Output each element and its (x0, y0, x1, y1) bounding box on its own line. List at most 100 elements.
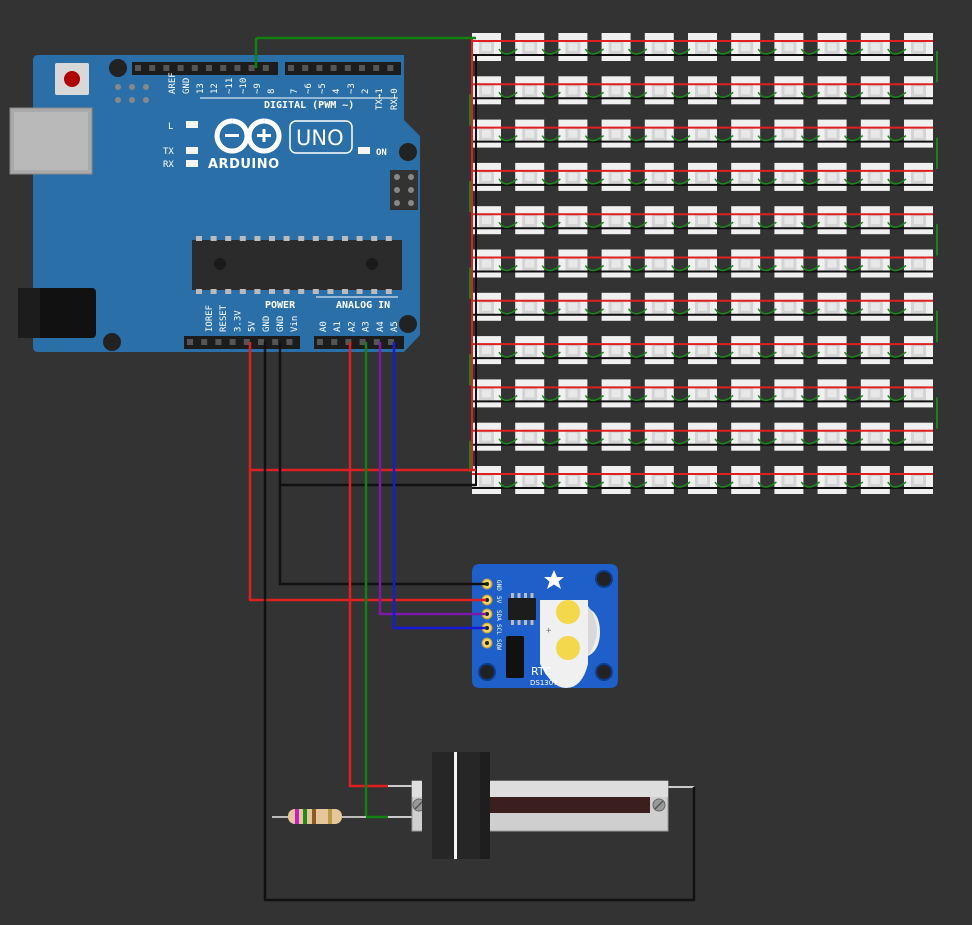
led-pixel[interactable] (817, 162, 847, 191)
led-pixel[interactable] (904, 206, 933, 235)
led-pixel[interactable] (860, 33, 890, 61)
led-pixel[interactable] (774, 292, 804, 321)
led-pixel[interactable] (688, 206, 717, 235)
wire-a3-pot[interactable] (364, 342, 388, 819)
led-pixel[interactable] (644, 119, 674, 148)
led-pixel[interactable] (904, 33, 933, 61)
led-pixel[interactable] (774, 33, 804, 61)
led-pixel[interactable] (774, 336, 804, 365)
led-pixel[interactable] (904, 162, 933, 191)
led-pixel[interactable] (731, 336, 761, 365)
led-pixel[interactable] (904, 76, 933, 105)
led-pixel[interactable] (558, 422, 588, 451)
led-pixel[interactable] (817, 379, 847, 408)
led-pixel[interactable] (860, 422, 890, 451)
led-pixel[interactable] (817, 466, 847, 494)
led-pixel[interactable] (558, 162, 588, 191)
led-pixel[interactable] (558, 206, 588, 235)
led-pixel[interactable] (558, 76, 588, 105)
led-pixel[interactable] (688, 119, 717, 148)
led-pixel[interactable] (817, 76, 847, 105)
led-pixel[interactable] (644, 379, 674, 408)
wire-data-d9[interactable] (254, 36, 476, 68)
led-pixel[interactable] (601, 119, 631, 148)
led-pixel[interactable] (904, 422, 933, 451)
led-pixel[interactable] (515, 162, 545, 191)
led-pixel[interactable] (515, 466, 545, 494)
wire-gnd-pot[interactable] (263, 342, 696, 902)
led-pixel[interactable] (731, 379, 761, 408)
led-pixel[interactable] (644, 76, 674, 105)
led-pixel[interactable] (515, 119, 545, 148)
led-pixel[interactable] (774, 379, 804, 408)
led-pixel[interactable] (644, 422, 674, 451)
led-pixel[interactable] (860, 379, 890, 408)
led-pixel[interactable] (644, 336, 674, 365)
led-pixel[interactable] (644, 206, 674, 235)
led-pixel[interactable] (515, 33, 545, 61)
led-pixel[interactable] (860, 162, 890, 191)
led-pixel[interactable] (515, 379, 545, 408)
led-pixel[interactable] (774, 206, 804, 235)
led-pixel[interactable] (904, 466, 933, 494)
led-pixel[interactable] (601, 292, 631, 321)
led-pixel[interactable] (904, 119, 933, 148)
resistor[interactable] (288, 809, 342, 824)
led-pixel[interactable] (688, 336, 717, 365)
led-pixel[interactable] (601, 206, 631, 235)
led-pixel[interactable] (558, 292, 588, 321)
led-pixel[interactable] (860, 292, 890, 321)
led-pixel[interactable] (515, 292, 545, 321)
led-pixel[interactable] (904, 249, 933, 278)
led-pixel[interactable] (515, 249, 545, 278)
wire-gnd-rtc[interactable] (278, 485, 486, 586)
led-pixel[interactable] (731, 422, 761, 451)
led-pixel[interactable] (688, 292, 717, 321)
led-pixel[interactable] (731, 292, 761, 321)
led-pixel[interactable] (731, 76, 761, 105)
led-pixel[interactable] (644, 466, 674, 494)
led-pixel[interactable] (860, 119, 890, 148)
led-pixel[interactable] (860, 206, 890, 235)
led-pixel[interactable] (817, 249, 847, 278)
led-pixel[interactable] (601, 422, 631, 451)
led-pixel[interactable] (817, 422, 847, 451)
led-pixel[interactable] (774, 249, 804, 278)
slide-potentiometer[interactable] (386, 752, 694, 859)
led-pixel[interactable] (860, 249, 890, 278)
led-pixel[interactable] (558, 119, 588, 148)
led-pixel[interactable] (731, 466, 761, 494)
led-pixel[interactable] (774, 76, 804, 105)
led-pixel[interactable] (860, 466, 890, 494)
led-pixel[interactable] (688, 379, 717, 408)
led-pixel[interactable] (860, 76, 890, 105)
led-pixel[interactable] (817, 336, 847, 365)
led-pixel[interactable] (774, 119, 804, 148)
wire-gnd-matrix[interactable] (278, 342, 476, 487)
led-pixel[interactable] (688, 76, 717, 105)
led-pixel[interactable] (515, 422, 545, 451)
led-pixel[interactable] (860, 336, 890, 365)
led-pixel[interactable] (688, 162, 717, 191)
led-pixel[interactable] (601, 33, 631, 61)
led-pixel[interactable] (731, 33, 761, 61)
wire-5v-rtc[interactable] (248, 470, 486, 602)
led-pixel[interactable] (644, 292, 674, 321)
led-pixel[interactable] (817, 33, 847, 61)
led-pixel[interactable] (515, 336, 545, 365)
led-pixel[interactable] (688, 422, 717, 451)
wire-a2-pot[interactable] (348, 342, 388, 788)
led-pixel[interactable] (904, 292, 933, 321)
led-pixel[interactable] (644, 33, 674, 61)
led-pixel[interactable] (558, 336, 588, 365)
led-pixel[interactable] (904, 379, 933, 408)
led-pixel[interactable] (688, 33, 717, 61)
led-pixel[interactable] (558, 379, 588, 408)
led-pixel[interactable] (644, 162, 674, 191)
led-pixel[interactable] (515, 76, 545, 105)
led-pixel[interactable] (817, 119, 847, 148)
led-pixel[interactable] (558, 466, 588, 494)
wire-a4-sda[interactable] (378, 342, 486, 616)
